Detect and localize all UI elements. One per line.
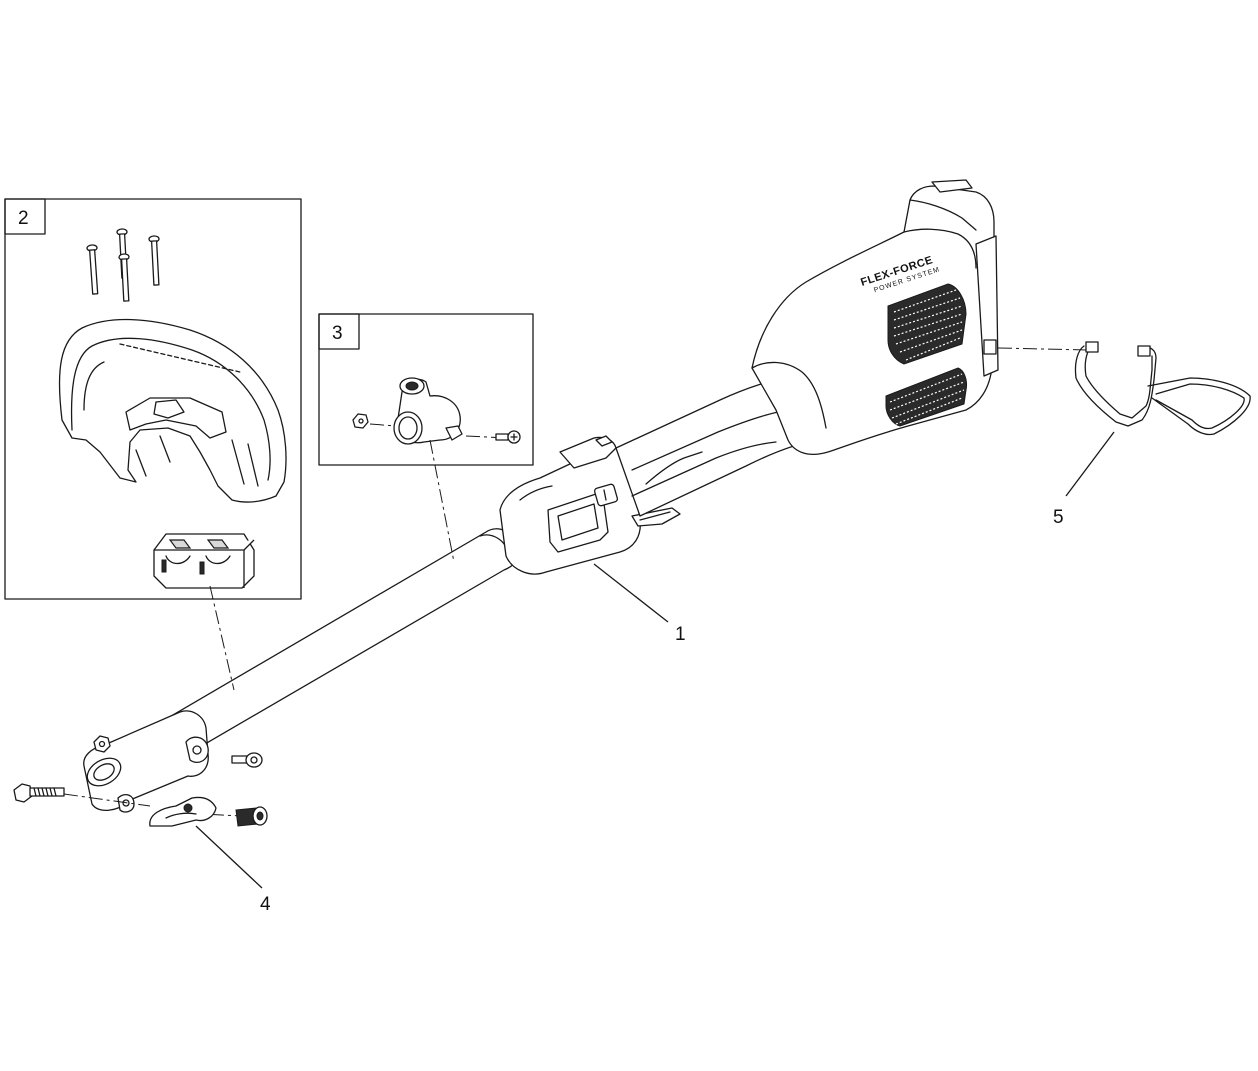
switch-screw [495,430,521,444]
clamp-threaded-insert [235,806,268,827]
trimmer-power-head: FLEX-FORCE POWER SYSTEM [83,179,999,813]
clamp-bolt [13,783,65,803]
inset-box-2: 2 [4,198,302,600]
loop-handle [58,318,287,503]
callout-1: 1 [675,624,686,645]
shaft-clamp-collar [83,710,209,813]
inset-box-3: 3 [318,313,534,466]
clamp-cap-screw [231,752,263,768]
clamp-wing-knob [149,796,217,827]
handle-screws [86,228,160,302]
motor-vent-upper [887,283,967,365]
wire-guard [1074,341,1251,436]
callout-5: 5 [1053,507,1064,528]
inset-label-2: 2 [18,208,29,229]
shaft-clamp-hardware [13,735,268,827]
clamp-nut [93,735,111,753]
inset-label-3: 3 [332,323,343,344]
switch-nut [352,413,369,429]
motor-vent-lower [885,367,967,427]
switch-housing [393,377,463,445]
callout-4: 4 [260,894,271,915]
leader-lines [195,431,1115,889]
handle-clamp-block [153,533,255,589]
